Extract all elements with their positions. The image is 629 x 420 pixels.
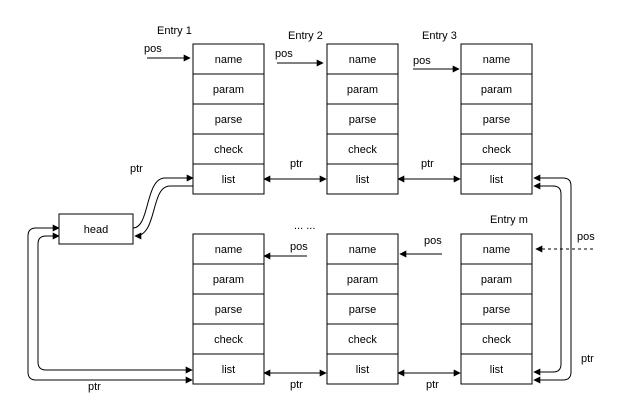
field-name-label: name bbox=[349, 54, 377, 66]
entry-table-6: name param parse check list bbox=[460, 233, 533, 385]
field-check-label: check bbox=[348, 144, 377, 156]
field-param-label: param bbox=[213, 84, 244, 96]
field-param-label: param bbox=[481, 274, 512, 286]
field-cell bbox=[460, 163, 533, 195]
head-label: head bbox=[84, 224, 108, 236]
field-cell bbox=[460, 43, 533, 75]
field-parse-label: parse bbox=[349, 304, 377, 316]
field-cell bbox=[326, 263, 399, 295]
entry-tables: name param parse check list name param parse che… bbox=[192, 43, 533, 385]
field-cell bbox=[460, 133, 533, 165]
pos-label-external: pos bbox=[577, 231, 595, 243]
field-name-label: name bbox=[483, 244, 511, 256]
field-list-label: list bbox=[490, 174, 503, 186]
entry-table-3: name param parse check list bbox=[460, 43, 533, 195]
entry-table-1: name param parse check list bbox=[192, 43, 265, 195]
field-cell bbox=[460, 73, 533, 105]
ptr-label-bottom-mid: ptr bbox=[290, 379, 303, 391]
ptr-loop-left-inner bbox=[37, 232, 193, 374]
ptr-entry1-to-head bbox=[134, 185, 193, 240]
field-cell bbox=[192, 233, 265, 265]
field-name-label: name bbox=[215, 244, 243, 256]
ptr-label-bottom-right: ptr bbox=[426, 379, 439, 391]
ptr-loop-right-outer bbox=[533, 174, 572, 384]
field-check-label: check bbox=[482, 334, 511, 346]
field-list-label: list bbox=[356, 364, 369, 376]
ptr-label-head: ptr bbox=[130, 163, 143, 175]
field-cell bbox=[192, 163, 265, 195]
pos-label-5: pos bbox=[424, 235, 442, 247]
field-check-label: check bbox=[348, 334, 377, 346]
field-cell bbox=[192, 353, 265, 385]
entry-m-title: Entry m bbox=[490, 214, 528, 226]
field-cell bbox=[460, 323, 533, 355]
field-check-label: check bbox=[214, 144, 243, 156]
field-parse-label: parse bbox=[215, 304, 243, 316]
field-cell bbox=[460, 353, 533, 385]
entry-table-5: name param parse check list bbox=[326, 233, 399, 385]
ptr-loop-right-inner bbox=[533, 182, 562, 376]
ptr-label-right-loop: ptr bbox=[581, 353, 594, 365]
field-cell bbox=[192, 293, 265, 325]
ptr-label-1-2: ptr bbox=[290, 158, 303, 170]
field-cell bbox=[326, 103, 399, 135]
field-name-label: name bbox=[215, 54, 243, 66]
field-cell bbox=[326, 293, 399, 325]
field-cell bbox=[192, 43, 265, 75]
field-param-label: param bbox=[347, 84, 378, 96]
pos-label-3: pos bbox=[413, 55, 431, 67]
field-cell bbox=[460, 293, 533, 325]
ptr-loop-left-outer bbox=[27, 224, 193, 384]
ellipsis: ... ... bbox=[294, 220, 315, 232]
field-cell bbox=[192, 263, 265, 295]
pos-label-2: pos bbox=[275, 48, 293, 60]
field-name-label: name bbox=[483, 54, 511, 66]
field-parse-label: parse bbox=[483, 114, 511, 126]
field-param-label: param bbox=[213, 274, 244, 286]
field-check-label: check bbox=[214, 334, 243, 346]
field-parse-label: parse bbox=[483, 304, 511, 316]
ptr-label-bottom-left: ptr bbox=[88, 381, 101, 393]
field-cell bbox=[192, 73, 265, 105]
field-check-label: check bbox=[482, 144, 511, 156]
pos-label-4: pos bbox=[290, 241, 308, 253]
field-cell bbox=[326, 353, 399, 385]
field-cell bbox=[192, 323, 265, 355]
entry-2-title: Entry 2 bbox=[288, 30, 323, 42]
field-list-label: list bbox=[222, 174, 235, 186]
field-param-label: param bbox=[481, 84, 512, 96]
field-param-label: param bbox=[347, 274, 378, 286]
entry-3-title: Entry 3 bbox=[422, 30, 457, 42]
head-node: head bbox=[58, 213, 134, 245]
field-name-label: name bbox=[349, 244, 377, 256]
field-cell bbox=[192, 133, 265, 165]
field-cell bbox=[460, 233, 533, 265]
entry-1-title: Entry 1 bbox=[157, 25, 192, 37]
field-cell bbox=[326, 43, 399, 75]
field-cell bbox=[326, 323, 399, 355]
field-cell bbox=[326, 163, 399, 195]
field-parse-label: parse bbox=[215, 114, 243, 126]
ptr-label-2-3: ptr bbox=[421, 158, 434, 170]
pos-label-1: pos bbox=[144, 43, 162, 55]
field-list-label: list bbox=[222, 364, 235, 376]
entry-table-2: name param parse check list bbox=[326, 43, 399, 195]
field-list-label: list bbox=[356, 174, 369, 186]
field-list-label: list bbox=[490, 364, 503, 376]
entry-table-4: name param parse check list bbox=[192, 233, 265, 385]
field-cell bbox=[460, 263, 533, 295]
field-parse-label: parse bbox=[349, 114, 377, 126]
field-cell bbox=[326, 233, 399, 265]
